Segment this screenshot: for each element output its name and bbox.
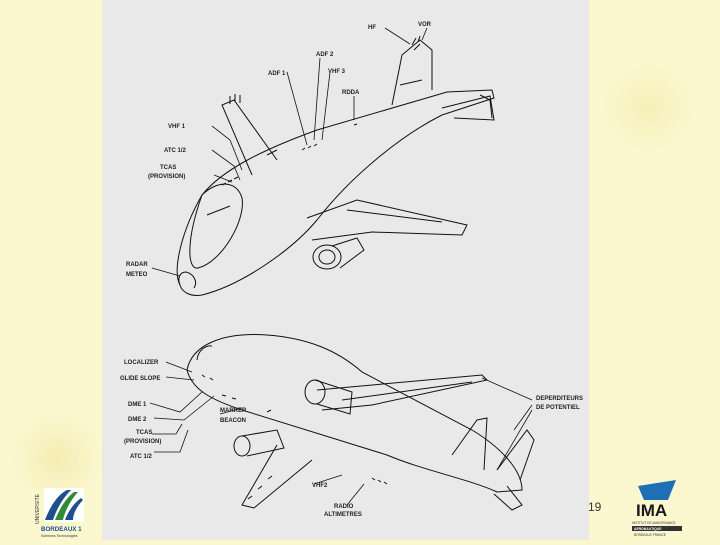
label-de-potentiel: DE POTENTIEL	[536, 405, 580, 411]
top-labels: HF VOR ADF 2 ADF 1 VHF 3 RDDA VHF 1 ATC …	[126, 22, 432, 278]
aircraft-antenna-diagram: HF VOR ADF 2 ADF 1 VHF 3 RDDA VHF 1 ATC …	[120, 22, 583, 518]
ima-line2: AERONAUTIQUE	[634, 527, 662, 531]
label-meteo: METEO	[126, 272, 148, 278]
top-aircraft-drawing	[176, 35, 495, 296]
top-leader-lines	[151, 27, 428, 277]
ima-wing-icon	[638, 480, 676, 500]
label-vor: VOR	[418, 22, 432, 28]
university-emblem-icon	[44, 488, 84, 522]
label-radio: RADIO	[334, 504, 354, 510]
label-adf2: ADF 2	[316, 52, 334, 58]
label-localizer: LOCALIZER	[124, 360, 159, 366]
label-glide-slope: GLIDE SLOPE	[120, 376, 160, 382]
label-tcas-top: TCAS	[160, 165, 176, 171]
label-vhf2: VHF2	[312, 483, 328, 489]
ima-logo: IMA INSTITUT DE MAINTENANCE AERONAUTIQUE…	[628, 478, 686, 540]
university-name: BORDEAUX 1	[41, 526, 82, 533]
ima-line3: BORDEAUX FRANCE	[634, 533, 666, 537]
label-adf1: ADF 1	[268, 71, 286, 77]
bottom-leader-lines	[149, 361, 533, 506]
diagram-panel: HF VOR ADF 2 ADF 1 VHF 3 RDDA VHF 1 ATC …	[102, 0, 589, 540]
label-dme2: DME 2	[128, 417, 147, 423]
label-beacon: BEACON	[220, 418, 246, 424]
label-marker: MARKER	[220, 408, 247, 414]
bottom-labels: LOCALIZER GLIDE SLOPE DME 1 DME 2 MARKER…	[120, 360, 583, 518]
university-vertical-text: UNIVERSITE	[35, 493, 41, 524]
page-number: 19	[588, 500, 602, 514]
label-hf: HF	[368, 25, 376, 31]
label-vhf3: VHF 3	[328, 69, 346, 75]
label-deperditeurs: DEPERDITEURS	[536, 396, 583, 402]
label-tcas-provision-top: (PROVISION)	[148, 174, 185, 180]
label-dme1: DME 1	[128, 402, 147, 408]
university-subtitle: Sciences Technologies	[41, 534, 78, 538]
label-altimetres: ALTIMETRES	[324, 512, 362, 518]
label-atc12-bottom: ATC 1/2	[130, 454, 153, 460]
label-atc12-top: ATC 1/2	[164, 148, 187, 154]
label-tcas-provision-bottom: (PROVISION)	[124, 439, 161, 445]
label-tcas-bottom: TCAS	[136, 430, 152, 436]
ima-line1: INSTITUT DE MAINTENANCE	[632, 521, 676, 525]
ima-name: IMA	[636, 501, 667, 520]
label-rdda: RDDA	[342, 90, 360, 96]
university-bordeaux-logo: UNIVERSITE BORDEAUX 1 Sciences Technolog…	[33, 484, 91, 540]
label-radar: RADAR	[126, 262, 148, 268]
label-vhf1: VHF 1	[168, 124, 186, 130]
